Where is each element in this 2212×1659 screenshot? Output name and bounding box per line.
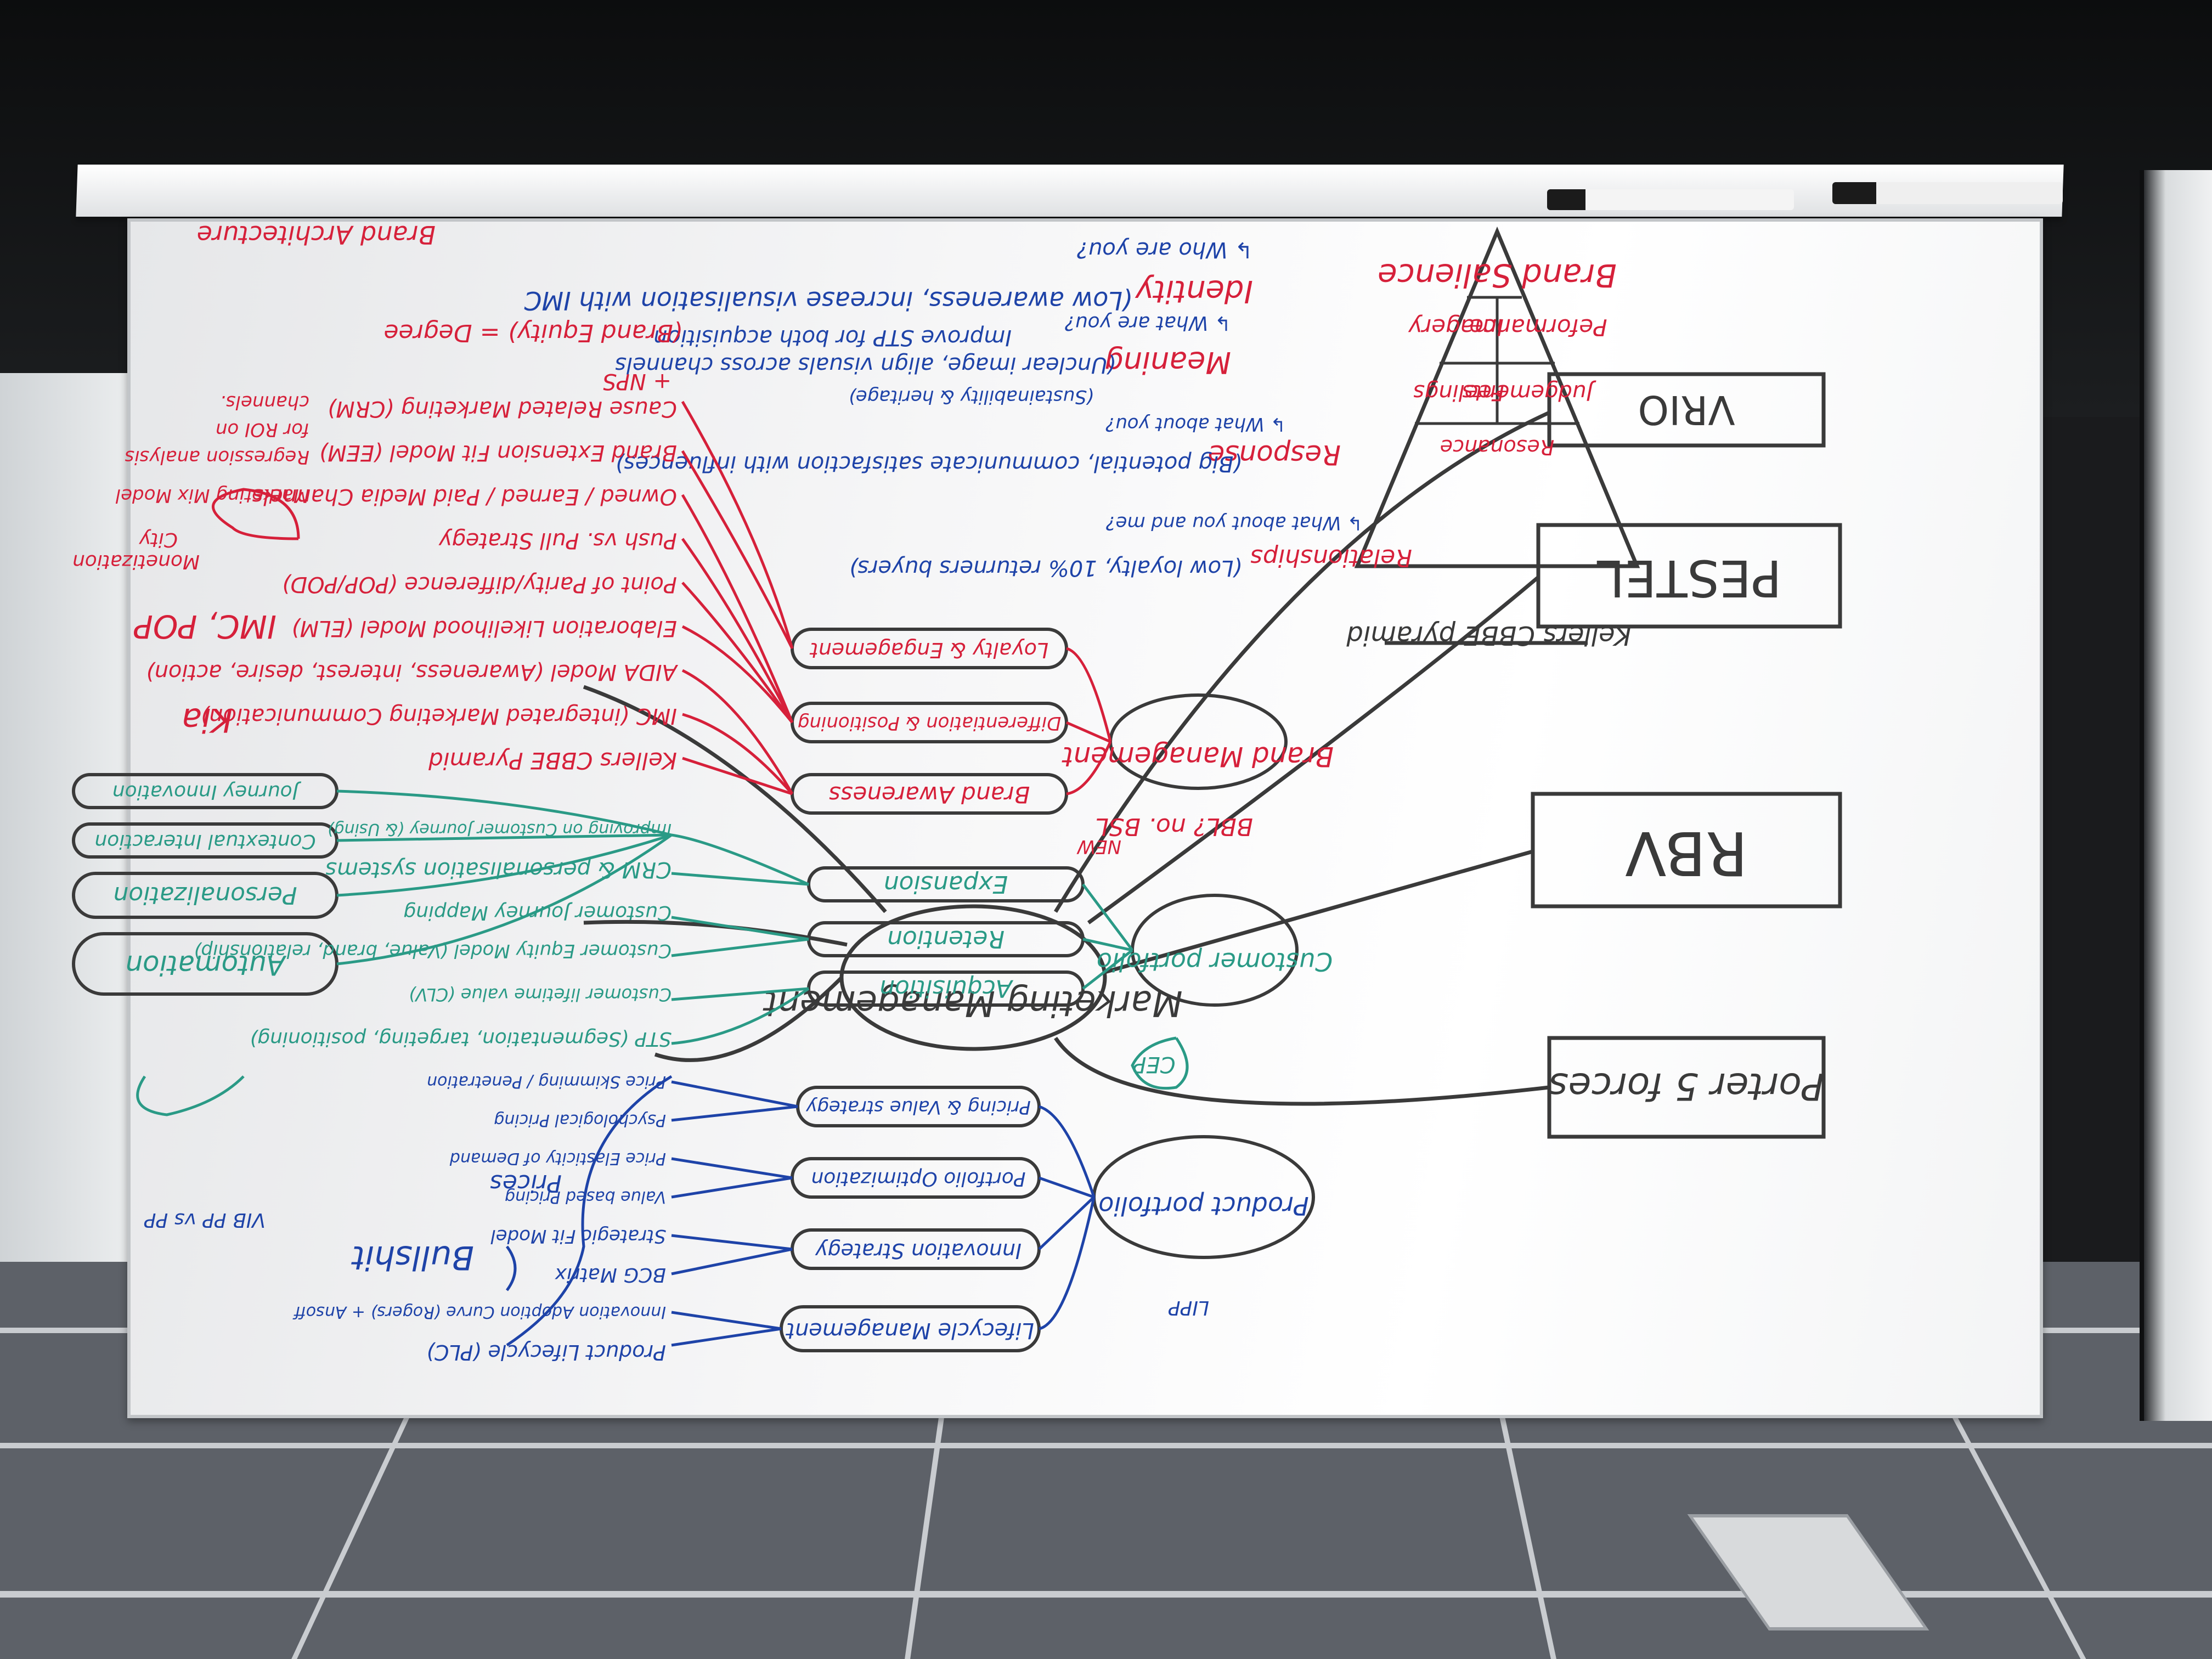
cp-item-clv: Customer lifetime value (CLV)	[409, 984, 672, 1005]
brand-management-label: Brand Management	[1062, 741, 1334, 772]
cbbe-pyramid	[1354, 226, 1640, 568]
customer-portfolio-label: Customer portfolio	[1097, 947, 1333, 977]
cp-innovation-contextual: Contextual Interaction	[94, 830, 315, 853]
pp-item-strategic-fit: Strategic Fit Model	[490, 1225, 666, 1247]
bm-note-imc-pop: IMC, POP	[134, 608, 276, 645]
pp-note-prices: Prices	[490, 1169, 562, 1197]
bm-item-pop-pod: Point of Parity/difference (POP/POD)	[282, 572, 677, 597]
whiteboard	[127, 218, 2043, 1418]
pp-item-psychological: Psychological Pricing	[494, 1110, 666, 1130]
pricing-label: Pricing & Value strategy	[805, 1096, 1031, 1118]
marker-pen	[1832, 182, 2063, 204]
product-portfolio-label: Product portfolio	[1098, 1191, 1308, 1221]
pp-note-bullshit: Bullshit	[351, 1238, 474, 1277]
meaning-sub: ↳ What are you?	[1065, 312, 1231, 334]
pp-item-elasticity: Price Elasticity of Demand	[449, 1149, 666, 1168]
marker-pen	[1547, 189, 1794, 210]
vrio-box	[1547, 372, 1826, 448]
bm-note-bbl: BBL? no. BSL	[1095, 812, 1253, 840]
meaning-note2: (Sustainability & heritage)	[849, 386, 1094, 408]
cp-innovation-journey: Journey Innovation	[112, 781, 302, 803]
cp-item-journey-mapping: Customer Journey Mapping	[403, 901, 672, 924]
loyalty-label: Loyalty & Engagement	[809, 638, 1048, 662]
level-judgements: Judgements	[1462, 380, 1596, 405]
pyramid-caption: Kellers CBBE pyramid	[1346, 620, 1632, 651]
bm-note-channels: channels.	[220, 391, 309, 413]
level-resonance: Resonance	[1440, 435, 1555, 459]
framework-porter: Porter 5 forces	[1549, 1064, 1824, 1108]
bm-note-kia: Kia	[182, 701, 233, 739]
pp-item-adoption: Innovation Adoption Curve (Rogers) + Ans…	[292, 1302, 666, 1322]
level-imagery: Imagery	[1408, 314, 1504, 341]
cp-innovation-automation: Automation	[125, 949, 286, 981]
framework-rbv: RBV	[1625, 818, 1748, 888]
response-note: (Big potential, communicate satisfaction…	[616, 451, 1243, 476]
identity-sub: ↳ Who are you?	[1077, 237, 1253, 262]
bm-item-imc: IMC (integrated Marketing Communication)	[201, 703, 677, 729]
level-feelings: Feelings	[1413, 380, 1504, 405]
lifecycle-label: Lifecycle Management	[786, 1318, 1034, 1343]
pp-item-skimming: Price Skimming / Penetration	[427, 1072, 666, 1091]
framework-vrio: VRIO	[1638, 387, 1735, 433]
bm-note-regression: Regression analysis	[125, 446, 309, 468]
pp-item-bcg: BCG Matrix	[555, 1263, 666, 1286]
identity-note: (Low awareness, increase visualisation w…	[524, 286, 1132, 315]
relationships-sub: ↳ What about you and me?	[1106, 512, 1363, 534]
pp-item-value-based: Value based Pricing	[505, 1187, 666, 1206]
cp-item-equity-model: Customer Equity Model (Value, brand, rel…	[194, 940, 672, 962]
brand-awareness-label: Brand Awareness	[829, 781, 1030, 808]
cp-innovation-personalization: Personalization	[113, 881, 297, 909]
portfolio-optimization-label: Portfolio Optimization	[811, 1167, 1025, 1190]
step-relationships: Relationships	[1250, 544, 1412, 572]
rbv-box	[1531, 792, 1842, 909]
differentiation-label: Differentiation & Positioning	[798, 712, 1062, 734]
retention-label: Retention	[887, 925, 1005, 953]
bm-note-architecture: Brand Architecture	[197, 220, 436, 250]
bm-note-nps: + NPS	[602, 369, 672, 394]
bm-item-media: Owned / Earned / Paid Media Channels	[252, 484, 677, 509]
pp-note-lipp: LIPP	[1169, 1296, 1209, 1319]
bm-note-roi: for ROI on	[216, 419, 309, 441]
expansion-label: Expansion	[884, 870, 1008, 898]
step-identity: Identity	[1135, 273, 1253, 309]
bm-item-brand-extension: Brand Extension Fit Model (EEM)	[319, 440, 677, 465]
pp-note-vib: VIB PP vs PP	[144, 1209, 266, 1231]
framework-pestel: PESTEL	[1596, 549, 1782, 607]
step-meaning: Meaning	[1104, 345, 1231, 380]
level-brand-salience: Brand Salience	[1378, 257, 1617, 294]
acquisition-label: Acquisition	[879, 974, 1014, 1002]
identity-note2: Improve STP for both acquisition	[653, 325, 1012, 350]
bm-item-push-pull: Push vs. Pull Strategy	[438, 528, 677, 553]
cp-item-stp: STP (Segmentation, targeting, positionin…	[250, 1028, 672, 1050]
bm-note-new: NEW	[1076, 836, 1121, 857]
relationships-note: (Low loyalty, 10% returners buyers)	[849, 555, 1242, 580]
right-panel	[2140, 170, 2212, 1421]
bm-item-elm: Elaboration Likelihood Model (ELM)	[291, 616, 677, 641]
bm-note-mmm: Marketing Mix Model	[115, 484, 309, 506]
bm-note-monetization: Monetization	[72, 550, 200, 573]
bm-note-city: City	[139, 528, 178, 551]
meaning-note: (Unclear image, align visuals across cha…	[615, 352, 1116, 377]
cp-item-journey-using: Improving on Customer Journey (& Using)	[328, 820, 672, 839]
level-performance: Peformance	[1469, 314, 1607, 341]
bm-item-crm: Cause Related Marketing (CRM)	[328, 396, 677, 421]
pestel-box	[1536, 523, 1842, 629]
center-label: Marketing Management	[763, 983, 1183, 1023]
left-wall	[0, 373, 143, 1306]
cep-cloud: CEP	[1132, 1052, 1175, 1077]
bm-item-cbbe: Kellers CBBE Pyramid	[428, 747, 677, 774]
pp-item-plc: Product Lifecycle (PLC)	[426, 1340, 666, 1364]
bm-note-equity: (Brand Equity) = Degree	[384, 319, 682, 347]
innovation-strategy-label: Innovation Strategy	[815, 1239, 1022, 1263]
cp-item-crm: CRM & personalisation systems	[325, 857, 672, 882]
response-sub: ↳ What about you?	[1105, 413, 1286, 435]
step-response: Response	[1208, 439, 1341, 471]
bm-item-aida: AIDA Model (Awareness, interest, desire,…	[146, 659, 679, 685]
